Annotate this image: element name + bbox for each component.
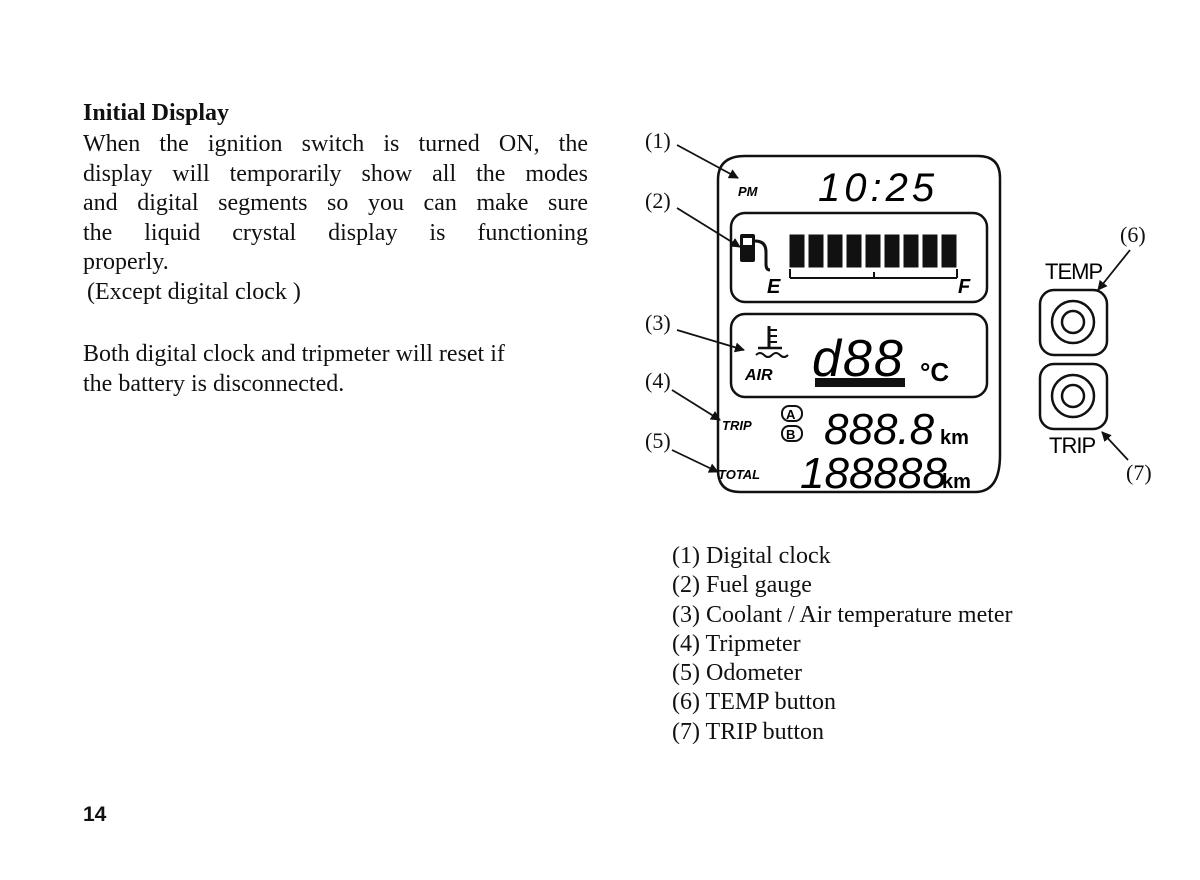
callout-arrow-1 [676, 144, 739, 179]
section-heading: Initial Display [83, 100, 230, 126]
callout-arrow-2 [676, 207, 741, 248]
air-label: AIR [744, 367, 773, 384]
callout-arrow-7 [1101, 431, 1129, 461]
callout-5: (5) [645, 428, 671, 453]
temp-button[interactable] [1038, 288, 1109, 357]
temperature-box [729, 312, 989, 399]
paragraph-line: and digital segments so you can make sur… [83, 190, 588, 216]
legend-list: (1) Digital clock (2) Fuel gauge (3) Coo… [672, 542, 1013, 747]
callout-7: (7) [1126, 460, 1152, 485]
paragraph-line: Both digital clock and tripmeter will re… [83, 341, 505, 367]
fuel-segment [789, 234, 805, 268]
odometer-unit: km [942, 471, 971, 493]
reset-paragraph: Both digital clock and tripmeter will re… [83, 340, 588, 399]
legend-item: (6) TEMP button [672, 689, 837, 716]
paragraph-line: properly. [83, 249, 169, 275]
trip-b-indicator: B [781, 425, 803, 442]
fuel-gauge-box [729, 211, 989, 304]
svg-text:A: A [786, 407, 796, 422]
paragraph-line: display will temporarily show all the mo… [83, 160, 588, 187]
legend-item: (4) Tripmeter [672, 630, 801, 657]
legend-item: (5) Odometer [672, 660, 802, 687]
trip-label: TRIP [722, 418, 752, 433]
fuel-empty-label: E [767, 276, 781, 298]
legend-item: (1) Digital clock [672, 543, 831, 569]
trip-value: 888.8 [824, 405, 935, 454]
legend-item: (2) Fuel gauge [672, 572, 812, 599]
total-label: TOTAL [718, 467, 760, 482]
fuel-segment [827, 234, 843, 268]
clock-time: 10:25 [818, 166, 938, 210]
callout-3: (3) [645, 310, 671, 335]
svg-text:B: B [786, 427, 795, 442]
callout-arrow-6 [1097, 249, 1131, 291]
callout-4: (4) [645, 368, 671, 393]
fuel-segment [903, 234, 919, 268]
paragraph-line: When the ignition switch is turned ON, t… [83, 131, 588, 157]
trip-a-indicator: A [781, 405, 803, 422]
intro-paragraph: When the ignition switch is turned ON, t… [83, 130, 588, 307]
display-frame [716, 154, 1002, 494]
temp-button-label: TEMP [1045, 259, 1102, 284]
fuel-full-label: F [958, 276, 971, 298]
fuel-segment [922, 234, 938, 268]
paragraph-line: the battery is disconnected. [83, 370, 345, 397]
callout-1: (1) [645, 128, 671, 153]
fuel-segment [884, 234, 900, 268]
paragraph-line: (Except digital clock ) [87, 278, 301, 305]
trip-unit: km [940, 427, 969, 449]
callout-arrow-3 [676, 329, 745, 353]
fuel-segment [865, 234, 881, 268]
page-number: 14 [83, 803, 107, 826]
fuel-segment [941, 234, 957, 268]
callout-arrow-5 [671, 449, 719, 473]
paragraph-line: the liquid crystal display is functionin… [83, 219, 588, 246]
legend-item: (3) Coolant / Air temperature meter [672, 601, 1013, 628]
clock-period: PM [738, 184, 759, 199]
fuel-segment [808, 234, 824, 268]
callout-2: (2) [645, 188, 671, 213]
trip-button-label: TRIP [1049, 433, 1095, 458]
callout-arrow-4 [671, 389, 721, 421]
fuel-segment [846, 234, 862, 268]
fuel-bar-segments [789, 234, 957, 268]
legend-item: (7) TRIP button [672, 718, 825, 745]
trip-button[interactable] [1038, 362, 1109, 431]
fuel-pump-icon [740, 234, 771, 272]
coolant-temperature-icon [755, 326, 789, 358]
temperature-unit: °C [920, 357, 949, 387]
callout-6: (6) [1120, 222, 1146, 247]
odometer-value: 188888 [800, 449, 947, 498]
